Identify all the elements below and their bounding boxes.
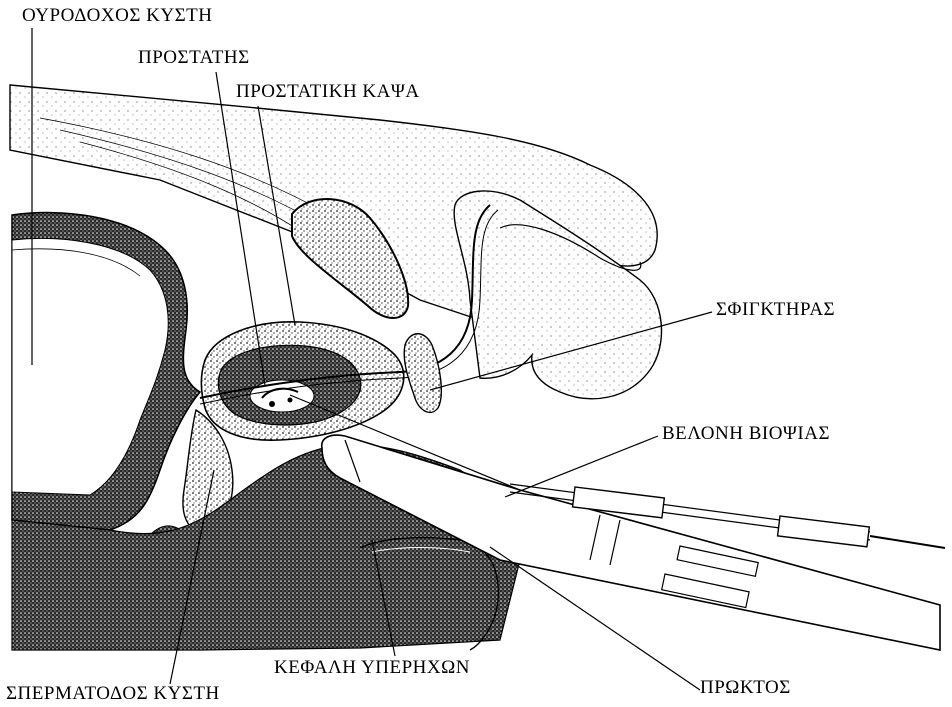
label-sphincter: ΣΦΙΓΚΤΗΡΑΣ <box>716 300 835 319</box>
label-prostatic-capsule: ΠΡΟΣΤΑΤΙΚΗ ΚΑΨΑ <box>236 82 420 101</box>
label-ultrasound-probe: ΚΕΦΑΛΗ ΥΠΕΡΗΧΩΝ <box>274 658 470 677</box>
label-biopsy-needle: ΒΕΛΟΝΗ ΒΙΟΨΙΑΣ <box>662 424 830 443</box>
label-prostate: ΠΡΟΣΤΑΤΗΣ <box>138 48 250 67</box>
sphincter-shape <box>404 334 441 413</box>
label-rectum: ΠΡΩΚΤΟΣ <box>700 678 791 697</box>
label-bladder: ΟΥΡΟΔΟΧΟΣ ΚΥΣΤΗ <box>22 6 213 25</box>
label-seminal-vesicle: ΣΠΕΡΜΑΤΟΔΟΣ ΚΥΣΤΗ <box>6 684 220 703</box>
